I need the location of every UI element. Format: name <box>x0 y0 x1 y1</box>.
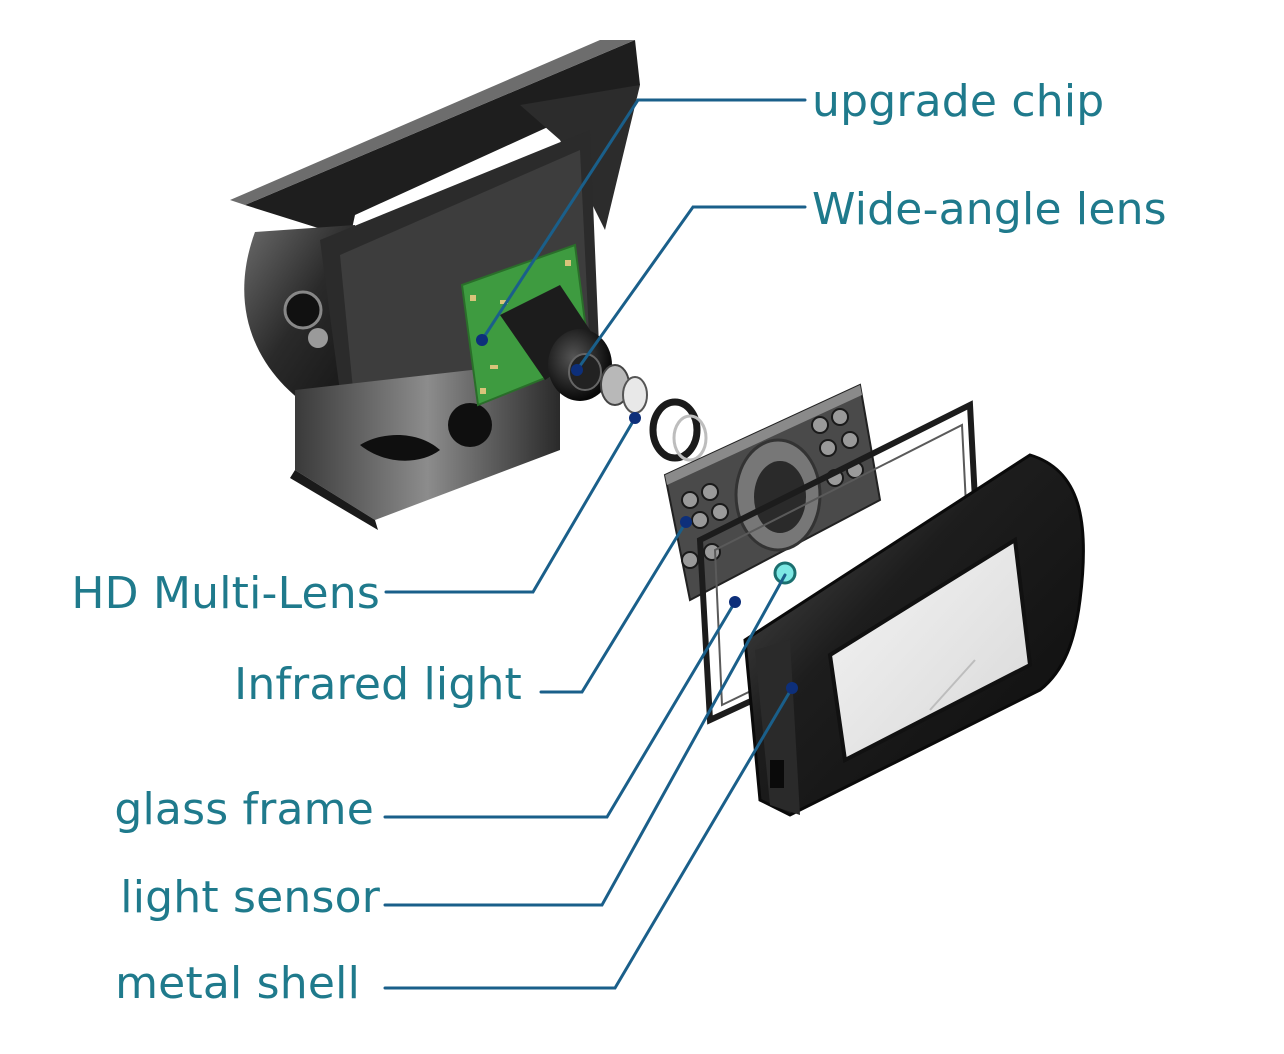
label-infrared-light: Infrared light <box>234 659 522 710</box>
dot-infrared-light <box>680 516 692 528</box>
ir-board-edge <box>665 385 862 485</box>
leader-dots <box>476 334 798 694</box>
label-hd-multi-lens: HD Multi-Lens <box>71 568 380 619</box>
o-ring <box>649 398 701 462</box>
mount-screw <box>308 328 328 348</box>
lens-glass <box>568 353 602 391</box>
shell-window <box>827 536 1033 764</box>
ir-leds <box>681 408 864 569</box>
leader-upgrade-chip <box>480 98 807 342</box>
rear-housing <box>230 40 640 530</box>
bracket-edge <box>290 470 378 530</box>
dot-hd-multi-lens <box>629 412 641 424</box>
label-upgrade-chip: upgrade chip <box>812 76 1105 127</box>
leader-lines <box>383 98 807 990</box>
o-ring-thin <box>672 414 708 462</box>
leader-metal-shell <box>383 686 794 990</box>
label-glass-frame: glass frame <box>114 784 374 835</box>
leader-light-sensor <box>383 573 787 907</box>
dot-glass-frame <box>729 596 741 608</box>
bracket-slot <box>360 434 440 461</box>
leader-infrared-light <box>539 520 688 694</box>
label-metal-shell: metal shell <box>115 958 360 1009</box>
dot-metal-shell <box>786 682 798 694</box>
window-reflection <box>929 659 976 711</box>
lens-disc-2 <box>622 376 648 414</box>
bracket <box>295 360 560 520</box>
light-sensor-lens <box>773 561 797 585</box>
sun-hood-edge <box>230 40 635 205</box>
dot-wide-angle-lens <box>571 364 583 376</box>
sun-hood-top <box>245 40 640 238</box>
label-light-sensor: light sensor <box>120 872 380 923</box>
leader-wide-angle-lens <box>575 205 807 372</box>
bracket-hole <box>448 403 492 447</box>
lens-rings <box>600 364 708 462</box>
mount-bolt <box>283 290 323 330</box>
leader-hd-multi-lens <box>384 416 637 594</box>
dot-upgrade-chip <box>476 334 488 346</box>
leader-glass-frame <box>383 600 737 819</box>
shell-notch <box>770 760 784 788</box>
label-wide-angle-lens: Wide-angle lens <box>812 184 1167 235</box>
ir-led-board <box>663 383 882 602</box>
